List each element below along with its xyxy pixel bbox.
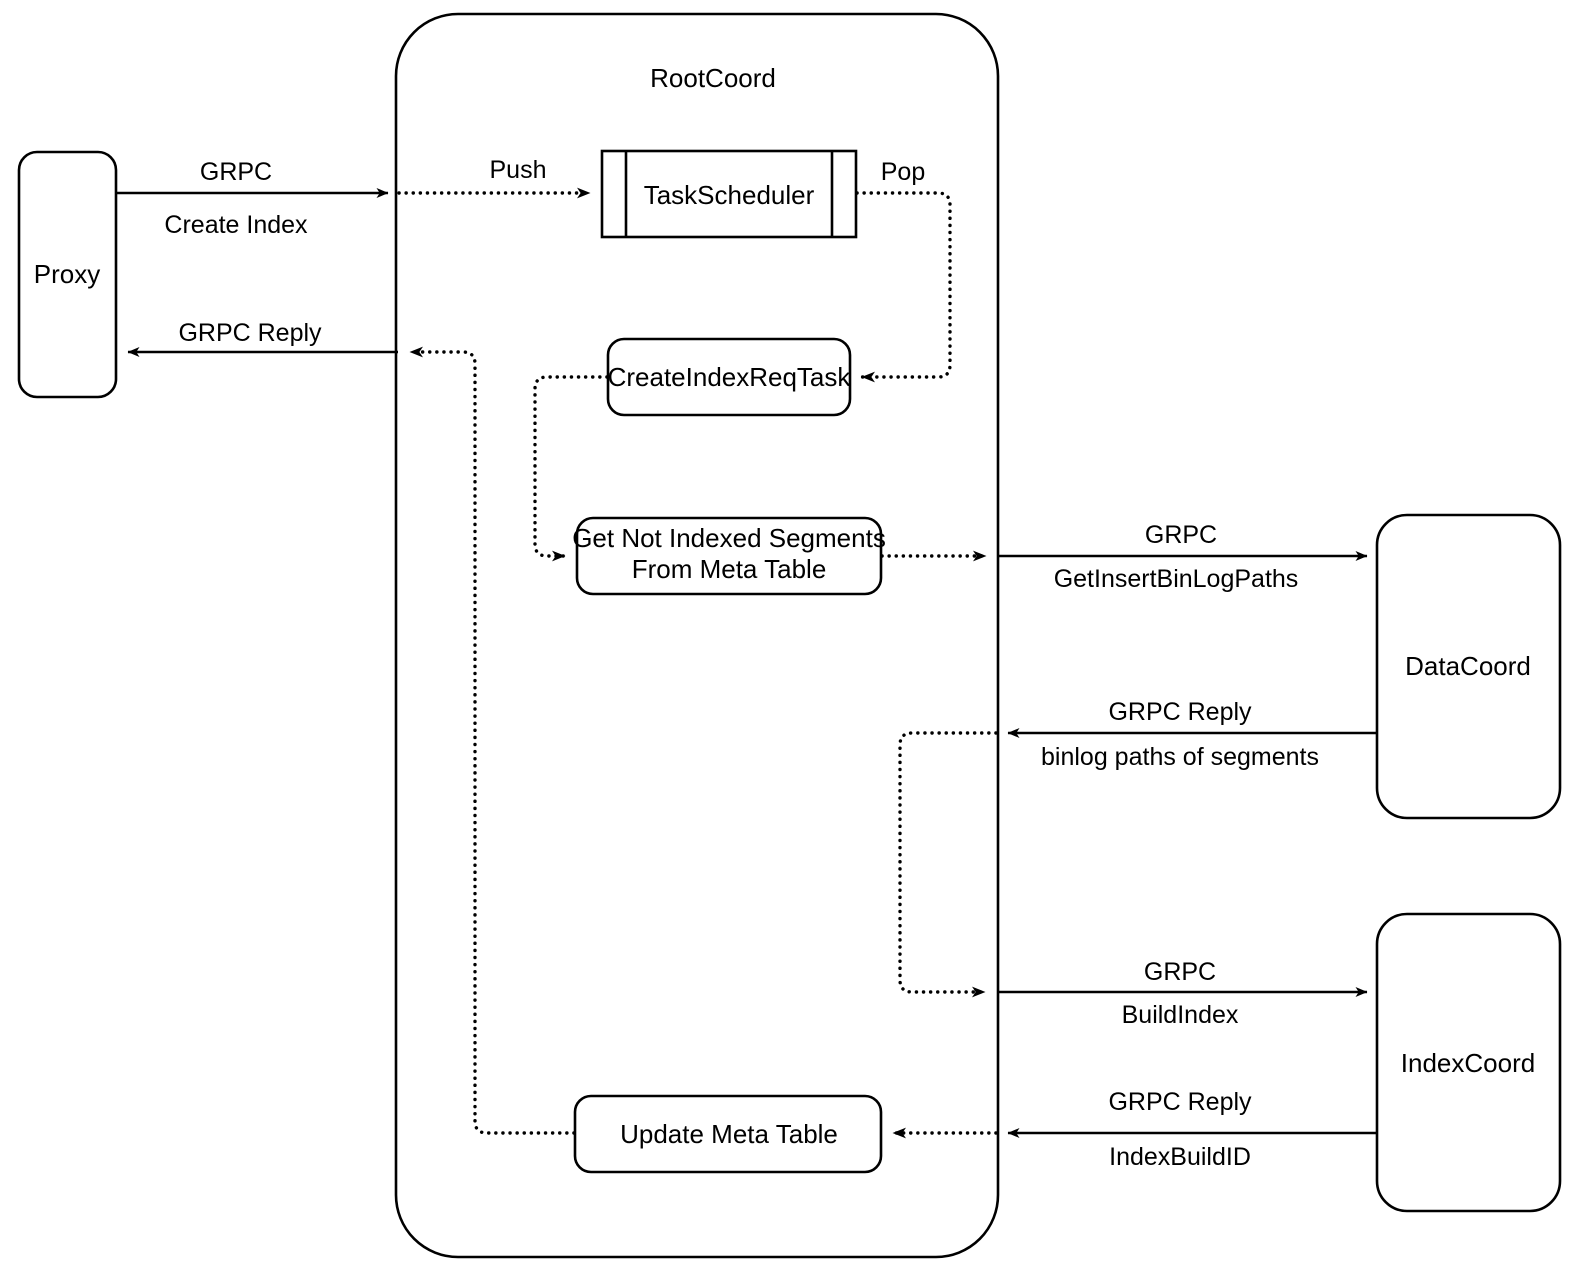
node-proxy[interactable] <box>17 150 118 399</box>
rootcoord-container <box>394 12 1000 1259</box>
node-proxy-label: Proxy <box>34 259 100 289</box>
edge-rootcoord-to-datacoord-label-top: GRPC <box>1145 521 1217 549</box>
node-data-coord[interactable] <box>1375 513 1562 820</box>
node-index-coord[interactable] <box>1375 912 1562 1213</box>
edge-rootcoord-to-indexcoord-label-bottom: BuildIndex <box>1122 1001 1239 1029</box>
node-task-scheduler-label: TaskScheduler <box>644 180 815 210</box>
node-task-scheduler[interactable] <box>600 149 858 239</box>
edge-binlogpaths-to-buildindex <box>898 731 998 998</box>
edge-rootcoord-to-datacoord-label-bottom: GetInsertBinLogPaths <box>1054 565 1299 593</box>
edge-createindexreqtask-to-getsegments <box>533 375 609 562</box>
node-create-index-req-task-label: CreateIndexReqTask <box>608 362 852 392</box>
node-update-meta-table-label: Update Meta Table <box>620 1119 838 1149</box>
edge-rootcoord-to-indexcoord-label-top: GRPC <box>1144 958 1216 986</box>
edge-datacoord-to-rootcoord-label-top: GRPC Reply <box>1108 698 1252 726</box>
node-index-coord-label: IndexCoord <box>1401 1048 1535 1078</box>
edge-proxy-to-rootcoord-label-top: GRPC <box>200 158 272 186</box>
edge-rootcoord-to-proxy-label-top: GRPC Reply <box>178 319 322 347</box>
edge-push-label: Push <box>490 156 547 184</box>
edge-pop <box>855 191 952 383</box>
edge-updatemetatable-to-grpcreply <box>408 346 576 1135</box>
node-data-coord-label: DataCoord <box>1405 651 1531 681</box>
node-get-not-indexed-segments-line1: Get Not Indexed Segments <box>572 523 886 553</box>
edge-indexcoord-to-rootcoord-label-bottom: IndexBuildID <box>1109 1143 1251 1171</box>
node-get-not-indexed-segments-line2: From Meta Table <box>632 554 827 584</box>
edge-indexcoord-to-rootcoord-label-top: GRPC Reply <box>1108 1088 1252 1116</box>
edge-pop-label: Pop <box>881 158 925 186</box>
rootcoord-container-label: RootCoord <box>650 63 776 93</box>
edge-proxy-to-rootcoord-label-bottom: Create Index <box>164 211 308 239</box>
edge-datacoord-to-rootcoord-label-bottom: binlog paths of segments <box>1041 743 1319 771</box>
